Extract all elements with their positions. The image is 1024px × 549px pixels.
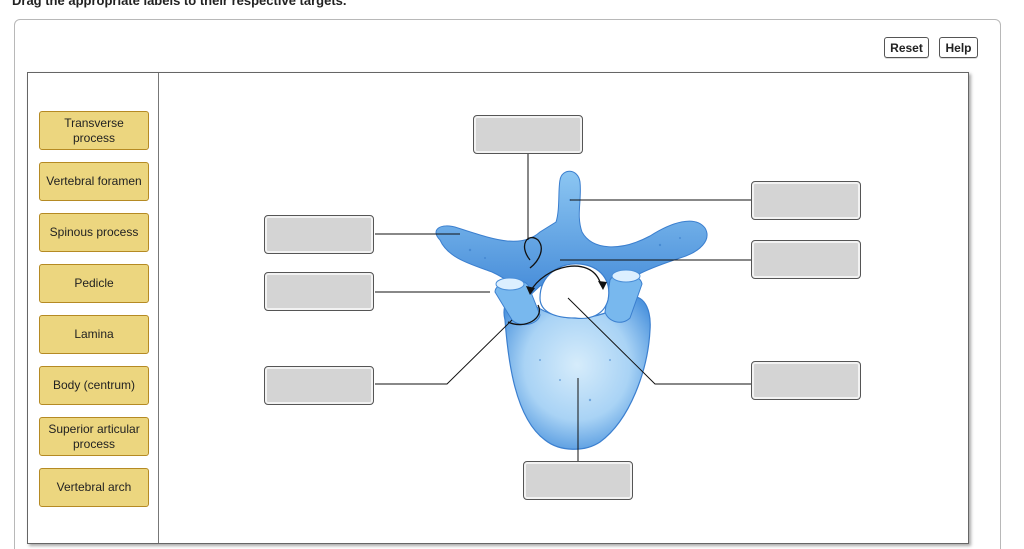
label-bank: Transverse process Vertebral foramen Spi…: [28, 73, 159, 543]
drop-target-right-1[interactable]: [751, 181, 861, 220]
pedicle-bracket: [507, 304, 541, 326]
drop-target-right-3[interactable]: [751, 361, 861, 400]
drop-target-left-3[interactable]: [264, 366, 374, 405]
lamina-bracket: [523, 236, 542, 269]
drop-target-left-2[interactable]: [264, 272, 374, 311]
label-lamina[interactable]: Lamina: [39, 315, 149, 354]
reset-button[interactable]: Reset: [884, 37, 929, 58]
region-brackets: [507, 236, 601, 326]
label-spinous-process[interactable]: Spinous process: [39, 213, 149, 252]
drop-target-right-2[interactable]: [751, 240, 861, 279]
label-vertebral-foramen[interactable]: Vertebral foramen: [39, 162, 149, 201]
label-transverse-process[interactable]: Transverse process: [39, 111, 149, 150]
leader-lines: [375, 153, 751, 462]
label-vertebral-arch[interactable]: Vertebral arch: [39, 468, 149, 507]
vertebra-posterior-arch: [435, 170, 708, 307]
arch-arc: [529, 265, 601, 293]
left-facet-surface: [495, 277, 525, 291]
vertebral-foramen: [539, 263, 610, 320]
label-pedicle[interactable]: Pedicle: [39, 264, 149, 303]
drop-target-bottom[interactable]: [523, 461, 633, 500]
right-facet-surface: [611, 269, 641, 283]
instruction-text: Drag the appropriate labels to their res…: [12, 0, 347, 8]
label-body-centrum[interactable]: Body (centrum): [39, 366, 149, 405]
drop-target-left-1[interactable]: [264, 215, 374, 254]
arch-arrow-right: [598, 281, 607, 290]
label-superior-articular-process[interactable]: Superior articular process: [39, 417, 149, 456]
arch-arrow-left: [526, 286, 535, 295]
vertebra-body: [503, 295, 651, 450]
drop-target-top[interactable]: [473, 115, 583, 154]
help-button[interactable]: Help: [939, 37, 978, 58]
